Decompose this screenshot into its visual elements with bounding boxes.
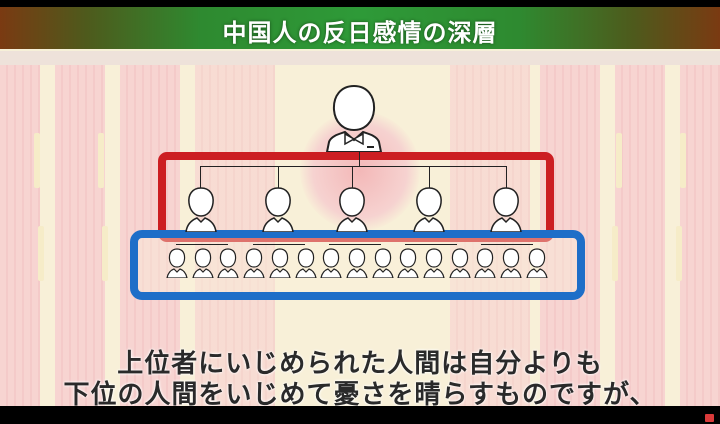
banner-title: 中国人の反日感情の深層 bbox=[222, 19, 498, 47]
bottom-person-icon bbox=[192, 248, 214, 278]
tassel bbox=[102, 226, 108, 281]
bottom-person-icon bbox=[320, 248, 342, 278]
bottom-person-icon bbox=[474, 248, 496, 278]
connector-line bbox=[176, 244, 228, 245]
middle-person-icon bbox=[185, 187, 217, 232]
subtitle-line-2: 下位の人間をいじめて憂さを晴らすものですが、 bbox=[63, 380, 657, 410]
tassel bbox=[676, 226, 682, 281]
tassel bbox=[98, 133, 104, 188]
bottom-person-icon bbox=[500, 248, 522, 278]
connector-line bbox=[506, 166, 507, 188]
connector-line bbox=[405, 244, 457, 245]
title-banner: 中国人の反日感情の深層 bbox=[0, 7, 720, 49]
top-letterbox bbox=[0, 0, 720, 7]
top-person-icon bbox=[325, 84, 383, 152]
tassel bbox=[616, 133, 622, 188]
curtain bbox=[0, 61, 40, 406]
bottom-person-icon bbox=[346, 248, 368, 278]
connector-line bbox=[329, 244, 381, 245]
stage-header-strip bbox=[0, 51, 720, 65]
connector-line bbox=[359, 150, 360, 166]
middle-person-icon bbox=[262, 187, 294, 232]
middle-person-icon bbox=[336, 187, 368, 232]
curtain bbox=[615, 61, 665, 406]
connector-line bbox=[200, 166, 507, 167]
middle-level-highlight bbox=[158, 152, 554, 242]
channel-logo-icon bbox=[705, 414, 714, 422]
bottom-person-icon bbox=[295, 248, 317, 278]
tassel bbox=[34, 133, 40, 188]
middle-person-icon bbox=[490, 187, 522, 232]
connector-line bbox=[253, 244, 305, 245]
bottom-person-icon bbox=[217, 248, 239, 278]
banner-divider bbox=[0, 49, 720, 51]
tassel bbox=[680, 133, 686, 188]
curtain bbox=[680, 61, 720, 406]
connector-line bbox=[200, 166, 201, 188]
bottom-person-icon bbox=[243, 248, 265, 278]
subtitle-line-1: 上位者にいじめられた人間は自分よりも bbox=[117, 349, 603, 379]
connector-line bbox=[278, 166, 279, 188]
tassel bbox=[38, 226, 44, 281]
bottom-person-icon bbox=[449, 248, 471, 278]
bottom-person-icon bbox=[397, 248, 419, 278]
connector-line bbox=[352, 166, 353, 188]
bottom-person-icon bbox=[166, 248, 188, 278]
bottom-person-icon bbox=[372, 248, 394, 278]
bottom-person-icon bbox=[526, 248, 548, 278]
tassel bbox=[612, 226, 618, 281]
curtain bbox=[55, 61, 105, 406]
bottom-person-icon bbox=[423, 248, 445, 278]
bottom-letterbox bbox=[0, 406, 720, 424]
bottom-person-icon bbox=[269, 248, 291, 278]
middle-person-icon bbox=[413, 187, 445, 232]
connector-line bbox=[429, 166, 430, 188]
connector-line bbox=[481, 244, 533, 245]
